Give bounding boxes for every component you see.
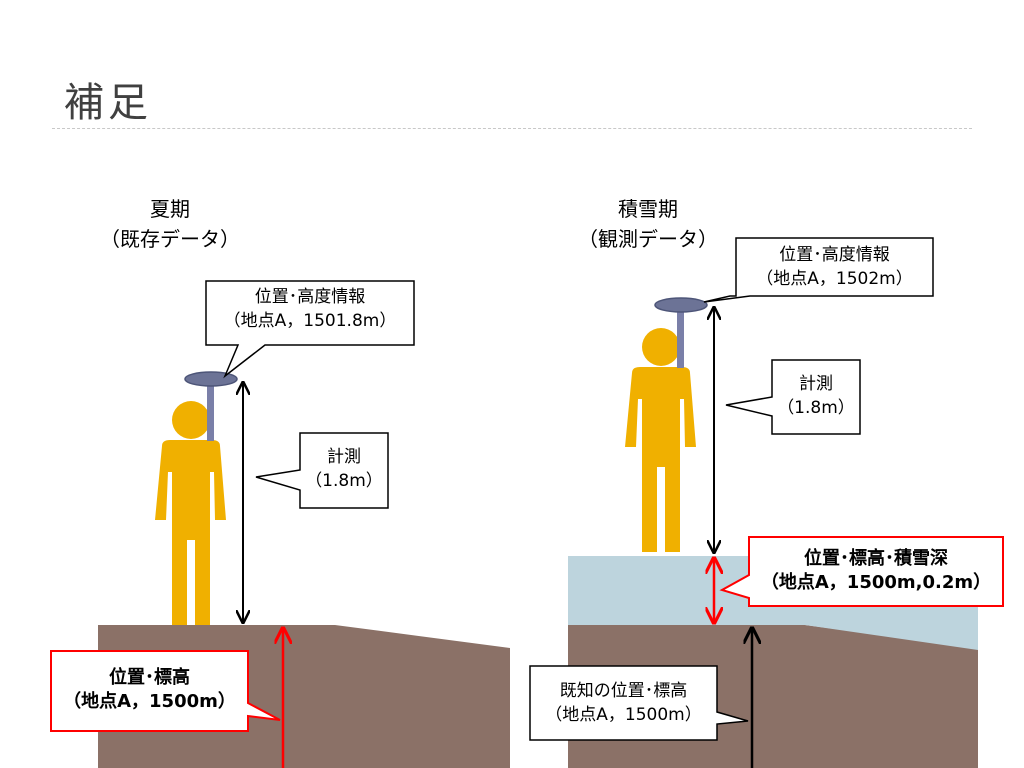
winter-measure-callout-line2: （1.8m） <box>777 398 855 418</box>
summer-ground-callout-shape <box>50 650 281 732</box>
summer-gps-pole <box>207 381 214 441</box>
winter-heading-line1: 積雪期 <box>618 197 678 221</box>
summer-ground-callout: 位置･標高 （地点A，1500m） <box>51 666 248 714</box>
summer-ground-callout-line1: 位置･標高 <box>109 667 190 688</box>
summer-measure-callout-line2: （1.8m） <box>305 471 383 491</box>
summer-measure-callout: 計測 （1.8m） <box>300 445 388 493</box>
winter-gps-callout-line1: 位置･高度情報 <box>779 245 890 265</box>
winter-snow-callout-line1: 位置･標高･積雪深 <box>804 548 948 569</box>
winter-heading: 積雪期 （観測データ） <box>548 194 748 254</box>
winter-person-icon <box>625 328 696 552</box>
winter-gps-callout-shape <box>703 237 934 303</box>
summer-gps-callout-line1: 位置･高度情報 <box>254 287 366 307</box>
slide-title: 補足 <box>64 80 152 126</box>
winter-ground-callout-line2: （地点A，1500m） <box>545 705 702 725</box>
winter-gps-antenna-icon <box>654 297 708 313</box>
winter-measure-callout-shape <box>725 359 861 435</box>
winter-snow-callout-line2: （地点A，1500m,0.2m） <box>760 572 992 593</box>
summer-ground-callout-line2: （地点A，1500m） <box>63 691 236 712</box>
summer-measure-callout-line1: 計測 <box>327 447 361 467</box>
summer-gps-callout: 位置･高度情報 （地点A，1501.8m） <box>206 285 414 333</box>
summer-gps-antenna-icon <box>184 371 238 387</box>
winter-heading-line2: （観測データ） <box>578 227 718 251</box>
winter-measure-callout: 計測 （1.8m） <box>772 372 860 420</box>
winter-snow-callout: 位置･標高･積雪深 （地点A，1500m,0.2m） <box>749 547 1003 595</box>
winter-measure-callout-line1: 計測 <box>799 374 833 394</box>
winter-gps-callout-line2: （地点A，1502m） <box>756 269 913 289</box>
winter-ground-callout: 既知の位置･標高 （地点A，1500m） <box>530 679 717 727</box>
summer-person-icon <box>155 401 226 625</box>
winter-snow-callout-shape <box>719 536 1004 607</box>
summer-measure-callout-shape <box>255 432 389 509</box>
winter-ground-callout-shape <box>529 665 749 741</box>
summer-heading-line1: 夏期 <box>150 197 190 221</box>
title-divider <box>52 128 972 129</box>
summer-heading: 夏期 （既存データ） <box>70 194 270 254</box>
summer-gps-callout-line2: （地点A，1501.8m） <box>223 311 397 331</box>
summer-gps-callout-shape <box>205 280 415 379</box>
winter-gps-callout: 位置･高度情報 （地点A，1502m） <box>736 243 933 291</box>
winter-gps-pole <box>677 308 684 368</box>
summer-heading-line2: （既存データ） <box>100 227 240 251</box>
winter-ground-callout-line1: 既知の位置･標高 <box>559 681 688 701</box>
